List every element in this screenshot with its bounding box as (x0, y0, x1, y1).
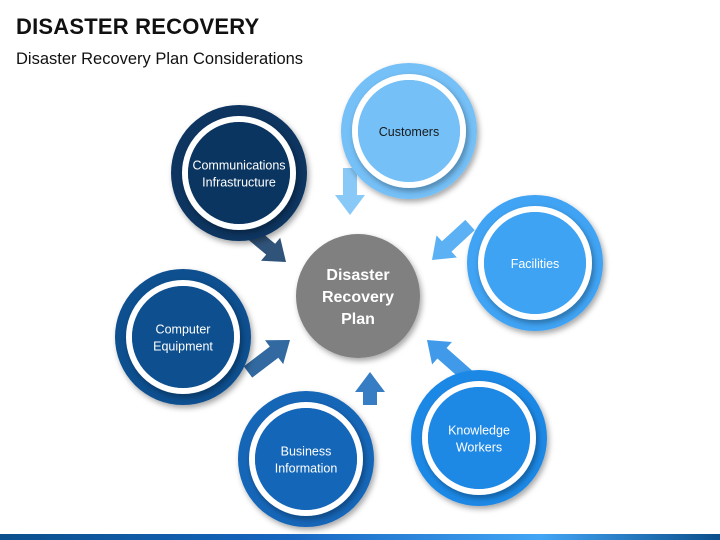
node-label: Business (281, 445, 332, 459)
facilities-white-ring (478, 206, 592, 320)
business-information-arrow (355, 372, 385, 405)
node-label: Workers (456, 441, 502, 455)
node-label: Facilities (511, 257, 560, 271)
facilities-inner-disc (484, 212, 586, 314)
slide-subtitle: Disaster Recovery Plan Considerations (16, 50, 304, 68)
node-label: Computer (156, 323, 211, 337)
customers-white-ring (352, 74, 466, 188)
communications-inner-disc (188, 122, 290, 224)
node-facilities: Facilities (467, 195, 603, 331)
knowledge-workers-inner-disc (428, 387, 530, 489)
bottom-accent-bar (0, 534, 720, 540)
node-label: Customers (379, 125, 439, 139)
business-information-white-ring (249, 402, 363, 516)
node-customers: Customers (341, 63, 477, 199)
computer-equipment-arrow (243, 340, 290, 378)
business-information-inner-disc (255, 408, 357, 510)
center-label: Disaster (326, 267, 389, 284)
customers-inner-disc (358, 80, 460, 182)
node-label: Equipment (153, 340, 213, 354)
node-label: Infrastructure (202, 176, 276, 190)
customers-arrow (335, 168, 365, 215)
center-disc (296, 234, 420, 358)
node-label: Knowledge (448, 424, 510, 438)
center-label: Plan (341, 311, 375, 328)
center-label: Recovery (322, 289, 394, 306)
slide-title: DISASTER RECOVERY (16, 14, 260, 39)
node-label: Information (275, 462, 338, 476)
computer-equipment-inner-disc (132, 286, 234, 388)
computer-equipment-white-ring (126, 280, 240, 394)
facilities-arrow (432, 219, 475, 260)
communications-white-ring (182, 116, 296, 230)
node-label: Communications (192, 159, 285, 173)
knowledge-workers-white-ring (422, 381, 536, 495)
